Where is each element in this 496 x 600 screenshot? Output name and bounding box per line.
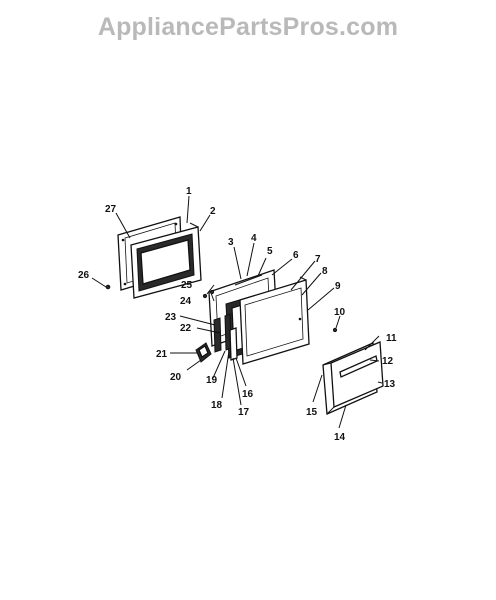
leader-lines	[91, 195, 383, 429]
inner-door-panel	[239, 276, 310, 365]
label-2: 2	[210, 206, 216, 217]
label-15: 15	[306, 407, 318, 418]
screw	[209, 289, 215, 295]
label-20: 20	[170, 372, 182, 383]
label-8: 8	[322, 266, 328, 277]
label-26: 26	[78, 270, 90, 281]
label-5: 5	[267, 246, 273, 257]
screw	[105, 284, 111, 290]
label-12: 12	[382, 356, 394, 367]
label-6: 6	[293, 250, 299, 261]
label-1: 1	[186, 186, 192, 197]
hinge-assembly	[195, 342, 212, 363]
label-22: 22	[180, 323, 192, 334]
label-7: 7	[315, 254, 321, 265]
label-16: 16	[242, 389, 254, 400]
watermark: AppliancePartsPros.com	[97, 13, 399, 41]
part-labels: 1 2 3 4 5 6 7 8 9 10 11 12 13 14 15 16 1…	[78, 186, 397, 443]
label-14: 14	[334, 432, 346, 443]
label-27: 27	[105, 204, 117, 215]
label-3: 3	[228, 237, 234, 248]
screw	[202, 293, 208, 299]
label-13: 13	[384, 379, 396, 390]
label-23: 23	[165, 312, 177, 323]
label-24: 24	[180, 296, 192, 307]
label-17: 17	[238, 407, 250, 418]
label-18: 18	[211, 400, 223, 411]
label-19: 19	[206, 375, 218, 386]
label-4: 4	[251, 233, 257, 244]
oven-door	[322, 341, 384, 415]
door-liner-panel	[130, 222, 202, 299]
screw	[332, 327, 338, 333]
label-11: 11	[386, 333, 397, 344]
label-25: 25	[181, 280, 193, 291]
side-channels	[213, 313, 238, 361]
label-21: 21	[156, 349, 168, 360]
label-9: 9	[335, 281, 341, 292]
label-10: 10	[334, 307, 346, 318]
